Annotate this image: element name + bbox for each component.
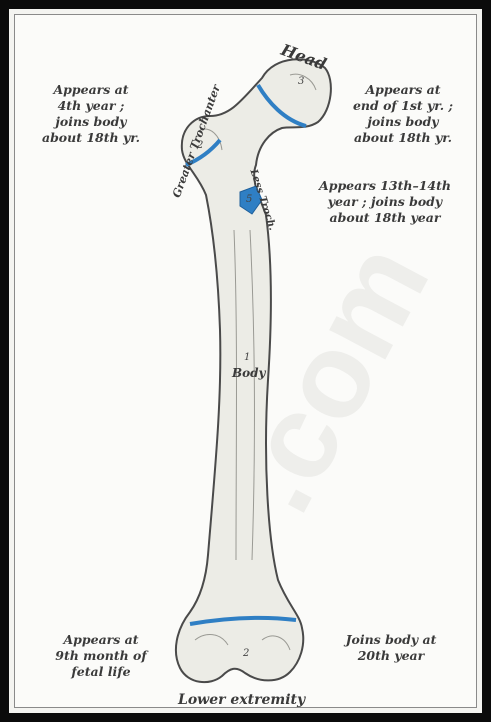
lower-number: 2	[243, 648, 249, 659]
lesser-trochanter-number: 5	[246, 194, 252, 205]
lower-extremity-label: Lower extremity	[178, 692, 305, 708]
lower-right-note: Joins body at 20th year	[326, 632, 456, 664]
body-number: 1	[244, 352, 250, 363]
upper-right-note: Appears at end of 1st yr. ; joins body a…	[337, 82, 469, 146]
greater-trochanter-number: 2	[197, 140, 203, 151]
head-number: 3	[298, 76, 304, 87]
lower-left-note: Appears at 9th month of fetal life	[40, 632, 162, 680]
body-label: Body	[232, 366, 266, 380]
upper-left-note: Appears at 4th year ; joins body about 1…	[30, 82, 152, 146]
middle-right-note: Appears 13th–14th year ; joins body abou…	[300, 178, 470, 226]
